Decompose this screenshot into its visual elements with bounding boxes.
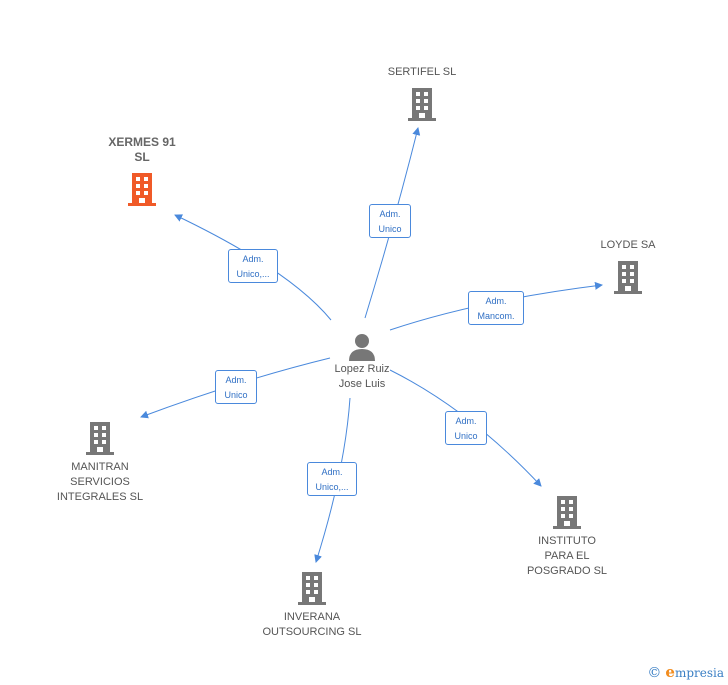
copyright-symbol: ©	[647, 665, 662, 681]
edge-label-xermes[interactable]: Adm. Unico,...	[228, 249, 278, 283]
person-name: Lopez Ruiz Jose Luis	[334, 363, 390, 390]
person-node-center[interactable]: Lopez Ruiz Jose Luis	[318, 332, 406, 392]
building-icon	[614, 261, 642, 294]
company-node-sertifel[interactable]: SERTIFEL SL	[370, 65, 474, 122]
company-name: LOYDE SA	[600, 239, 656, 251]
edge-label-loyde[interactable]: Adm. Mancom.	[468, 291, 524, 325]
building-icon	[553, 496, 581, 529]
company-node-xermes[interactable]: XERMES 91 SL	[90, 135, 194, 207]
building-icon	[298, 572, 326, 605]
building-icon	[408, 88, 436, 121]
company-name: INVERANA OUTSOURCING SL	[262, 611, 362, 638]
edge-label-manitran[interactable]: Adm. Unico	[215, 370, 257, 404]
company-node-instituto[interactable]: INSTITUTO PARA EL POSGRADO SL	[512, 494, 622, 579]
company-node-manitran[interactable]: MANITRAN SERVICIOS INTEGRALES SL	[45, 420, 155, 505]
brand-name: mpresia	[674, 666, 724, 680]
person-icon	[349, 334, 375, 361]
empresia-watermark: ©empresia	[647, 663, 724, 681]
building-icon	[86, 422, 114, 455]
company-name: INSTITUTO PARA EL POSGRADO SL	[526, 535, 608, 577]
company-name: MANITRAN SERVICIOS INTEGRALES SL	[56, 461, 144, 503]
company-node-loyde[interactable]: LOYDE SA	[578, 238, 678, 295]
brand-initial: e	[665, 663, 675, 681]
building-icon	[128, 173, 156, 206]
edge-label-sertifel[interactable]: Adm. Unico	[369, 204, 411, 238]
company-name: XERMES 91 SL	[108, 135, 176, 164]
edge-label-inverana[interactable]: Adm. Unico,...	[307, 462, 357, 496]
edge-label-instituto[interactable]: Adm. Unico	[445, 411, 487, 445]
company-name: SERTIFEL SL	[387, 66, 457, 78]
company-node-inverana[interactable]: INVERANA OUTSOURCING SL	[256, 570, 368, 640]
